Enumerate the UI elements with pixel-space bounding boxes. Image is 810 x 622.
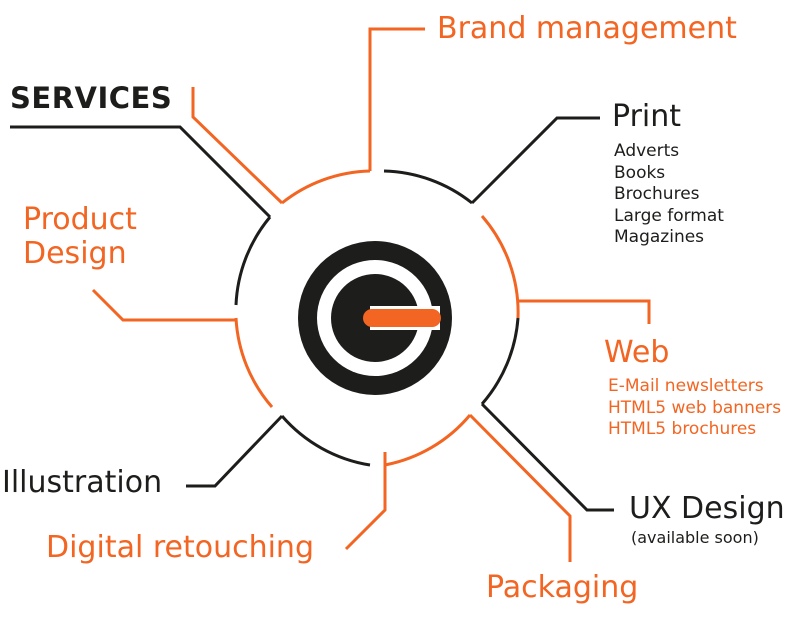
arc-print bbox=[383, 169, 473, 205]
arc-product bbox=[234, 317, 274, 408]
connector-retouching bbox=[344, 452, 387, 551]
g-power-icon bbox=[298, 241, 452, 395]
product-design-line-1: Product bbox=[23, 202, 137, 237]
arc-ux bbox=[480, 317, 520, 405]
ux-design-note: (available soon) bbox=[631, 528, 759, 547]
connector-packaging bbox=[468, 413, 572, 562]
connector-services bbox=[10, 125, 272, 219]
connector-services-accent bbox=[191, 87, 284, 205]
connector-web bbox=[518, 299, 651, 324]
arc-packaging bbox=[384, 414, 472, 467]
web-label: Web bbox=[604, 335, 670, 370]
product-design-label: Product Design bbox=[23, 203, 137, 271]
packaging-label: Packaging bbox=[486, 570, 639, 605]
print-item: Books bbox=[614, 162, 666, 183]
connector-ux bbox=[480, 402, 614, 512]
web-item: HTML5 web banners bbox=[608, 397, 782, 418]
brand-management-label: Brand management bbox=[437, 11, 737, 46]
arc-brand bbox=[281, 169, 371, 205]
connector-brand bbox=[368, 27, 425, 171]
print-label: Print bbox=[612, 99, 682, 134]
arc-left-dark bbox=[234, 216, 272, 306]
web-item: E-Mail newsletters bbox=[608, 376, 764, 396]
connector-product bbox=[91, 288, 236, 322]
web-item: HTML5 brochures bbox=[608, 419, 757, 439]
ux-design-label: UX Design bbox=[629, 491, 785, 526]
print-item: Brochures bbox=[614, 184, 700, 204]
connector-print bbox=[470, 116, 600, 205]
product-design-line-2: Design bbox=[23, 236, 127, 271]
print-item: Magazines bbox=[614, 227, 705, 247]
arc-illustration bbox=[280, 415, 371, 467]
print-item: Large format bbox=[614, 205, 724, 226]
web-items: E-Mail newsletters HTML5 web banners HTM… bbox=[608, 376, 781, 441]
digital-retouching-label: Digital retouching bbox=[46, 530, 314, 565]
arc-web bbox=[480, 215, 520, 319]
print-item: Adverts bbox=[614, 141, 680, 161]
connector-illustration bbox=[186, 414, 284, 488]
illustration-label: Illustration bbox=[2, 465, 163, 500]
print-items: Adverts Books Brochures Large format Mag… bbox=[614, 141, 724, 249]
services-title: SERVICES bbox=[10, 81, 173, 115]
